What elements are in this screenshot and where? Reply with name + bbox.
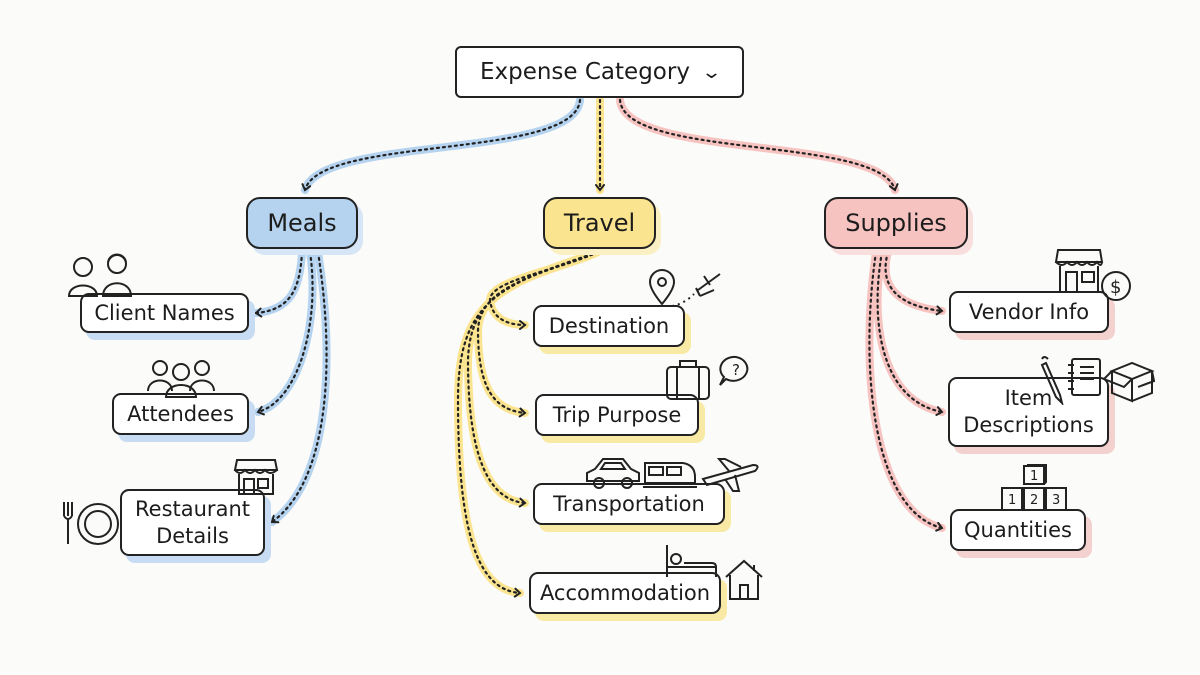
- leaf-trip-purpose[interactable]: Trip Purpose: [535, 394, 699, 436]
- fork-plate-icon: [63, 502, 119, 545]
- airplane-icon: [701, 458, 759, 492]
- storefront-icon: [233, 459, 279, 495]
- block-number: 1: [1030, 469, 1038, 484]
- pen-icon: [1040, 356, 1155, 405]
- people-icon: [67, 253, 133, 297]
- root-to-supplies-arrow: [618, 98, 899, 192]
- dollar-coin-icon: $: [1101, 271, 1131, 301]
- location-pin-icon: [648, 269, 721, 307]
- leaf-destination[interactable]: Destination: [533, 305, 685, 347]
- storefront-icon: $: [1054, 249, 1131, 301]
- leaf-restaurant-details[interactable]: Restaurant Details: [120, 489, 265, 556]
- suitcase-icon: ?: [666, 355, 749, 400]
- train-icon: [643, 462, 697, 488]
- question-bubble-icon: [719, 355, 749, 386]
- box-icon: [1102, 361, 1155, 403]
- travel-connectors: [453, 248, 602, 598]
- leaf-vendor-info[interactable]: Vendor Info: [949, 291, 1109, 333]
- leaf-attendees[interactable]: Attendees: [112, 393, 249, 435]
- category-travel[interactable]: Travel: [543, 197, 656, 249]
- block-number: 3: [1052, 493, 1060, 508]
- root-to-meals-arrow: [301, 98, 582, 192]
- leaf-client-names[interactable]: Client Names: [80, 293, 249, 333]
- car-icon: [586, 458, 759, 492]
- block-number: 2: [1030, 493, 1038, 508]
- block-number: 1: [1008, 493, 1016, 508]
- supplies-connectors: [865, 248, 946, 532]
- category-supplies[interactable]: Supplies: [824, 197, 968, 249]
- leaf-transportation[interactable]: Transportation: [533, 483, 725, 525]
- root-connectors: [301, 96, 899, 194]
- bed-icon: [666, 545, 763, 600]
- root-label: Expense Category: [479, 58, 690, 85]
- house-icon: [725, 559, 763, 600]
- leaf-accommodation[interactable]: Accommodation: [529, 572, 721, 614]
- chevron-down-icon: ⌄: [700, 61, 723, 83]
- numbered-blocks-icon: 1 1 2 3: [1001, 464, 1067, 511]
- meals-connectors: [252, 248, 331, 526]
- svg-text:$: $: [1110, 277, 1121, 298]
- category-meals[interactable]: Meals: [246, 197, 358, 249]
- notebook-icon: [1068, 358, 1101, 396]
- svg-text:?: ?: [732, 361, 740, 379]
- group-icon: [147, 360, 215, 398]
- leaf-item-descriptions[interactable]: Item Descriptions: [948, 377, 1109, 447]
- expense-category-select[interactable]: Expense Category ⌄: [455, 46, 744, 98]
- leaf-quantities[interactable]: Quantities: [950, 509, 1086, 551]
